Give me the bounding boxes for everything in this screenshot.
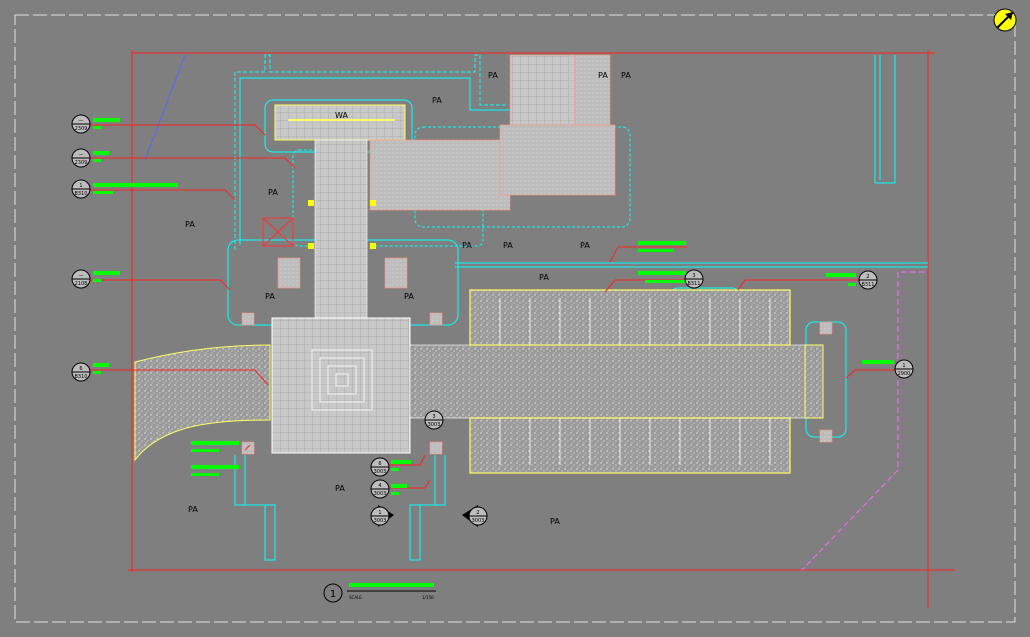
plaza-center-feature [311,349,373,411]
callout-bottom: 3003 [374,491,387,497]
zone-label: PA [404,292,414,301]
callout-bottom: B310 [75,191,88,197]
north-arrow-icon [993,8,1017,32]
zone-label: PA [550,517,560,526]
callout-bottom: B310 [75,374,88,380]
right-boundary-lines [455,55,928,268]
site-boundary [128,50,955,608]
upper-court [499,124,616,196]
zone-label: PA [621,71,631,80]
central-plaza [271,317,411,454]
sheet-frame [14,14,1016,623]
callout-top: — [79,118,84,124]
callout-bottom: B311 [862,282,875,288]
zone-label: PA [580,241,590,250]
leader-lines [90,124,895,489]
callout-left-4: — 2108 [71,269,91,289]
callout-top: 4 [378,483,381,489]
zone-label: PA [268,188,278,197]
turnaround [804,344,824,419]
callout-top: 1 [79,183,82,189]
callout-top: 6 [378,461,381,467]
section-markers: 1 3003 2 3003 [370,505,488,527]
zone-label: PA [598,71,608,80]
zone-label: PA [539,273,549,282]
scale-label: SCALE [349,595,362,600]
parking-bottom [469,417,791,474]
callout-bottom: 3003 [428,422,441,428]
callout-top: — [79,152,84,158]
entry-planters [277,257,408,289]
callout-bottom: 2309 [75,160,88,166]
zone-label: WA [335,111,348,120]
section-2: 2 3003 [462,505,488,527]
central-road [409,344,821,419]
annotation-text-bars [93,118,894,587]
callout-top: 6 [79,366,82,372]
upper-stair [509,54,576,131]
parking-top [469,289,791,346]
zone-label: PA [335,484,345,493]
upper-court-2 [574,54,611,126]
zone-label: PA [462,241,472,250]
title-number: 1 [330,589,336,600]
zone-label: PA [488,71,498,80]
callout-center-6: 6 3003 [370,457,390,477]
section-top: 1 [378,510,381,516]
callout-bottom: B311 [688,281,701,287]
callout-top: 3 [692,273,695,279]
callout-bottom: 3003 [374,469,387,475]
curved-driveway [134,344,271,462]
callout-bottom: 2900 [898,371,911,377]
callout-top: — [79,273,84,279]
zone-labels: PA PA PA PA WA PA PA PA PA PA PA PA PA P… [185,71,631,526]
red-box [262,217,294,247]
callout-top: 1 [902,363,905,369]
light-fixtures [308,200,376,249]
zone-label: PA [432,96,442,105]
zone-label: PA [265,292,275,301]
title-block: 1 SCALE 1/150 [323,583,436,603]
zone-label: PA [503,241,513,250]
scale-value: 1/150 [422,595,434,600]
section-top: 2 [476,510,479,516]
callout-right-1: 1 2900 [894,359,914,379]
main-walkway [314,139,368,326]
callout-left-1: — 2309 [71,114,91,134]
zone-label: PA [185,220,195,229]
small-squares [241,312,833,455]
zone-label: PA [188,505,198,514]
callout-left-2: — 2309 [71,148,91,168]
callout-bottom: 2108 [75,281,88,287]
section-bottom: 3003 [472,518,485,524]
callout-section-3-top: 3 3003 [424,410,444,430]
section-bottom: 3003 [374,518,387,524]
callout-top: 3 [432,414,435,420]
wa-platform [274,104,406,141]
property-line [144,54,186,161]
callout-bottom: 2309 [75,126,88,132]
lower-walkways [234,455,446,561]
section-1: 1 3003 [370,505,394,527]
callout-center-4: 4 3003 [370,479,390,499]
easement-line [801,271,925,571]
terrace-paving [369,139,511,211]
callout-top: 2 [866,274,869,280]
